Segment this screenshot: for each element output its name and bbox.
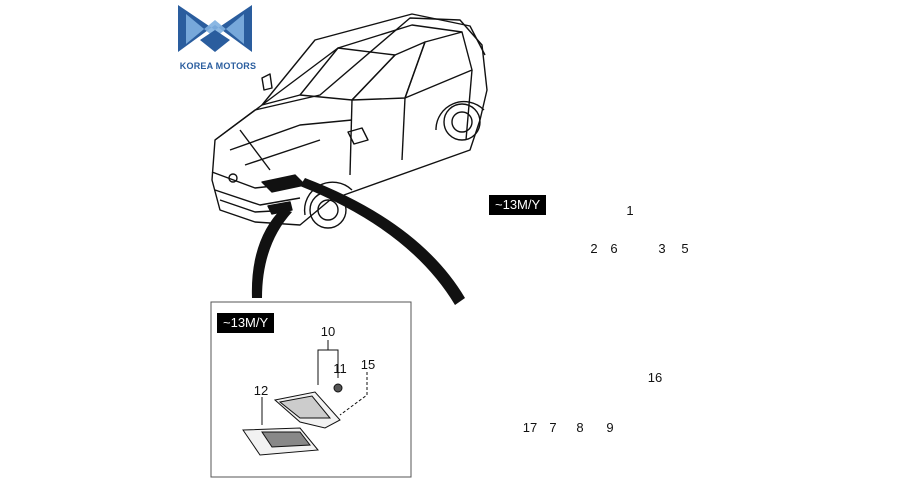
leader-arrow-to-right-panel [300,178,465,305]
callout-9: 9 [606,420,614,435]
callout-11: 11 [333,361,347,376]
callout-12: 12 [253,383,269,398]
callout-8: 8 [576,420,584,435]
korea-motors-logo-mark [178,5,252,52]
callout-15: 15 [360,357,376,372]
callout-7: 7 [549,420,557,435]
callout-3: 3 [658,241,666,256]
right-panel-badge: ~13M/Y [489,195,547,215]
callout-1: 1 [626,203,634,218]
callout-10: 10 [320,324,336,339]
callout-17: 17 [522,420,538,435]
callout-16: 16 [647,370,663,385]
car-illustration [211,13,488,229]
callout-6: 6 [610,241,618,256]
leader-arrow-to-left-panel [251,208,292,298]
logo-text: KOREA MOTORS [179,61,257,71]
fog-lamp-parts [242,340,368,456]
callout-2: 2 [590,241,598,256]
left-panel-badge: ~13M/Y [217,313,275,333]
callout-5: 5 [681,241,689,256]
